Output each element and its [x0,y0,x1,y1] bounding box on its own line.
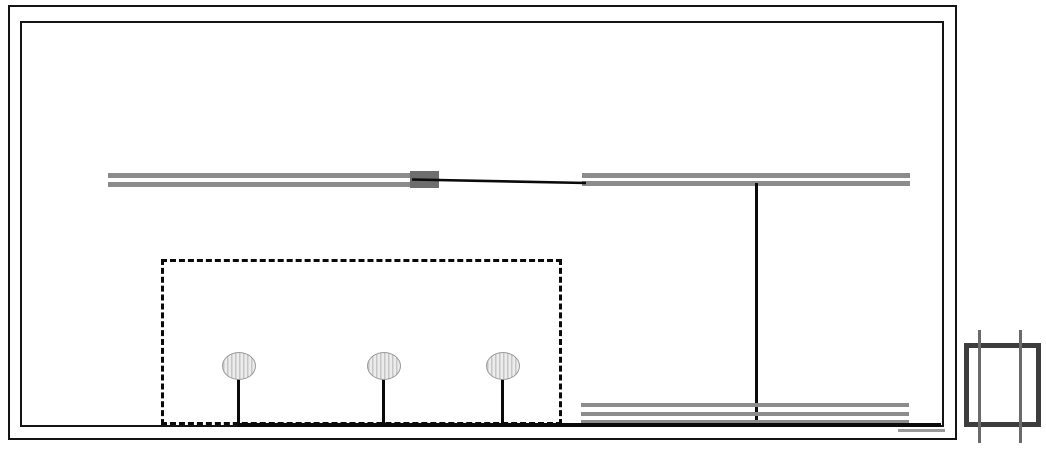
left-rail-top-bar [108,173,439,178]
drop-line [755,183,758,427]
grid-through-line-2 [1019,330,1022,443]
feeder-bar-3 [581,420,909,424]
post-stem-2 [382,370,385,427]
post-stem-3 [501,370,504,427]
grid-symbol-box [964,343,1041,427]
grid-through-line-1 [978,330,981,443]
feeder-bar-2 [581,412,909,416]
right-rail-top-bar [582,173,910,178]
ground-line [239,423,941,427]
dashed-zone [161,259,562,425]
right-rail-bottom-bar [582,181,910,186]
left-rail-end-block [410,171,439,188]
hatched-ellipse-3 [486,352,520,380]
outer-frame [8,5,957,440]
ground-tail [898,429,945,432]
hatched-ellipse-1 [222,352,256,380]
hatched-ellipse-2 [367,352,401,380]
post-stem-1 [237,370,240,427]
feeder-bar-1 [581,403,909,407]
left-rail-bottom-bar [108,182,439,187]
